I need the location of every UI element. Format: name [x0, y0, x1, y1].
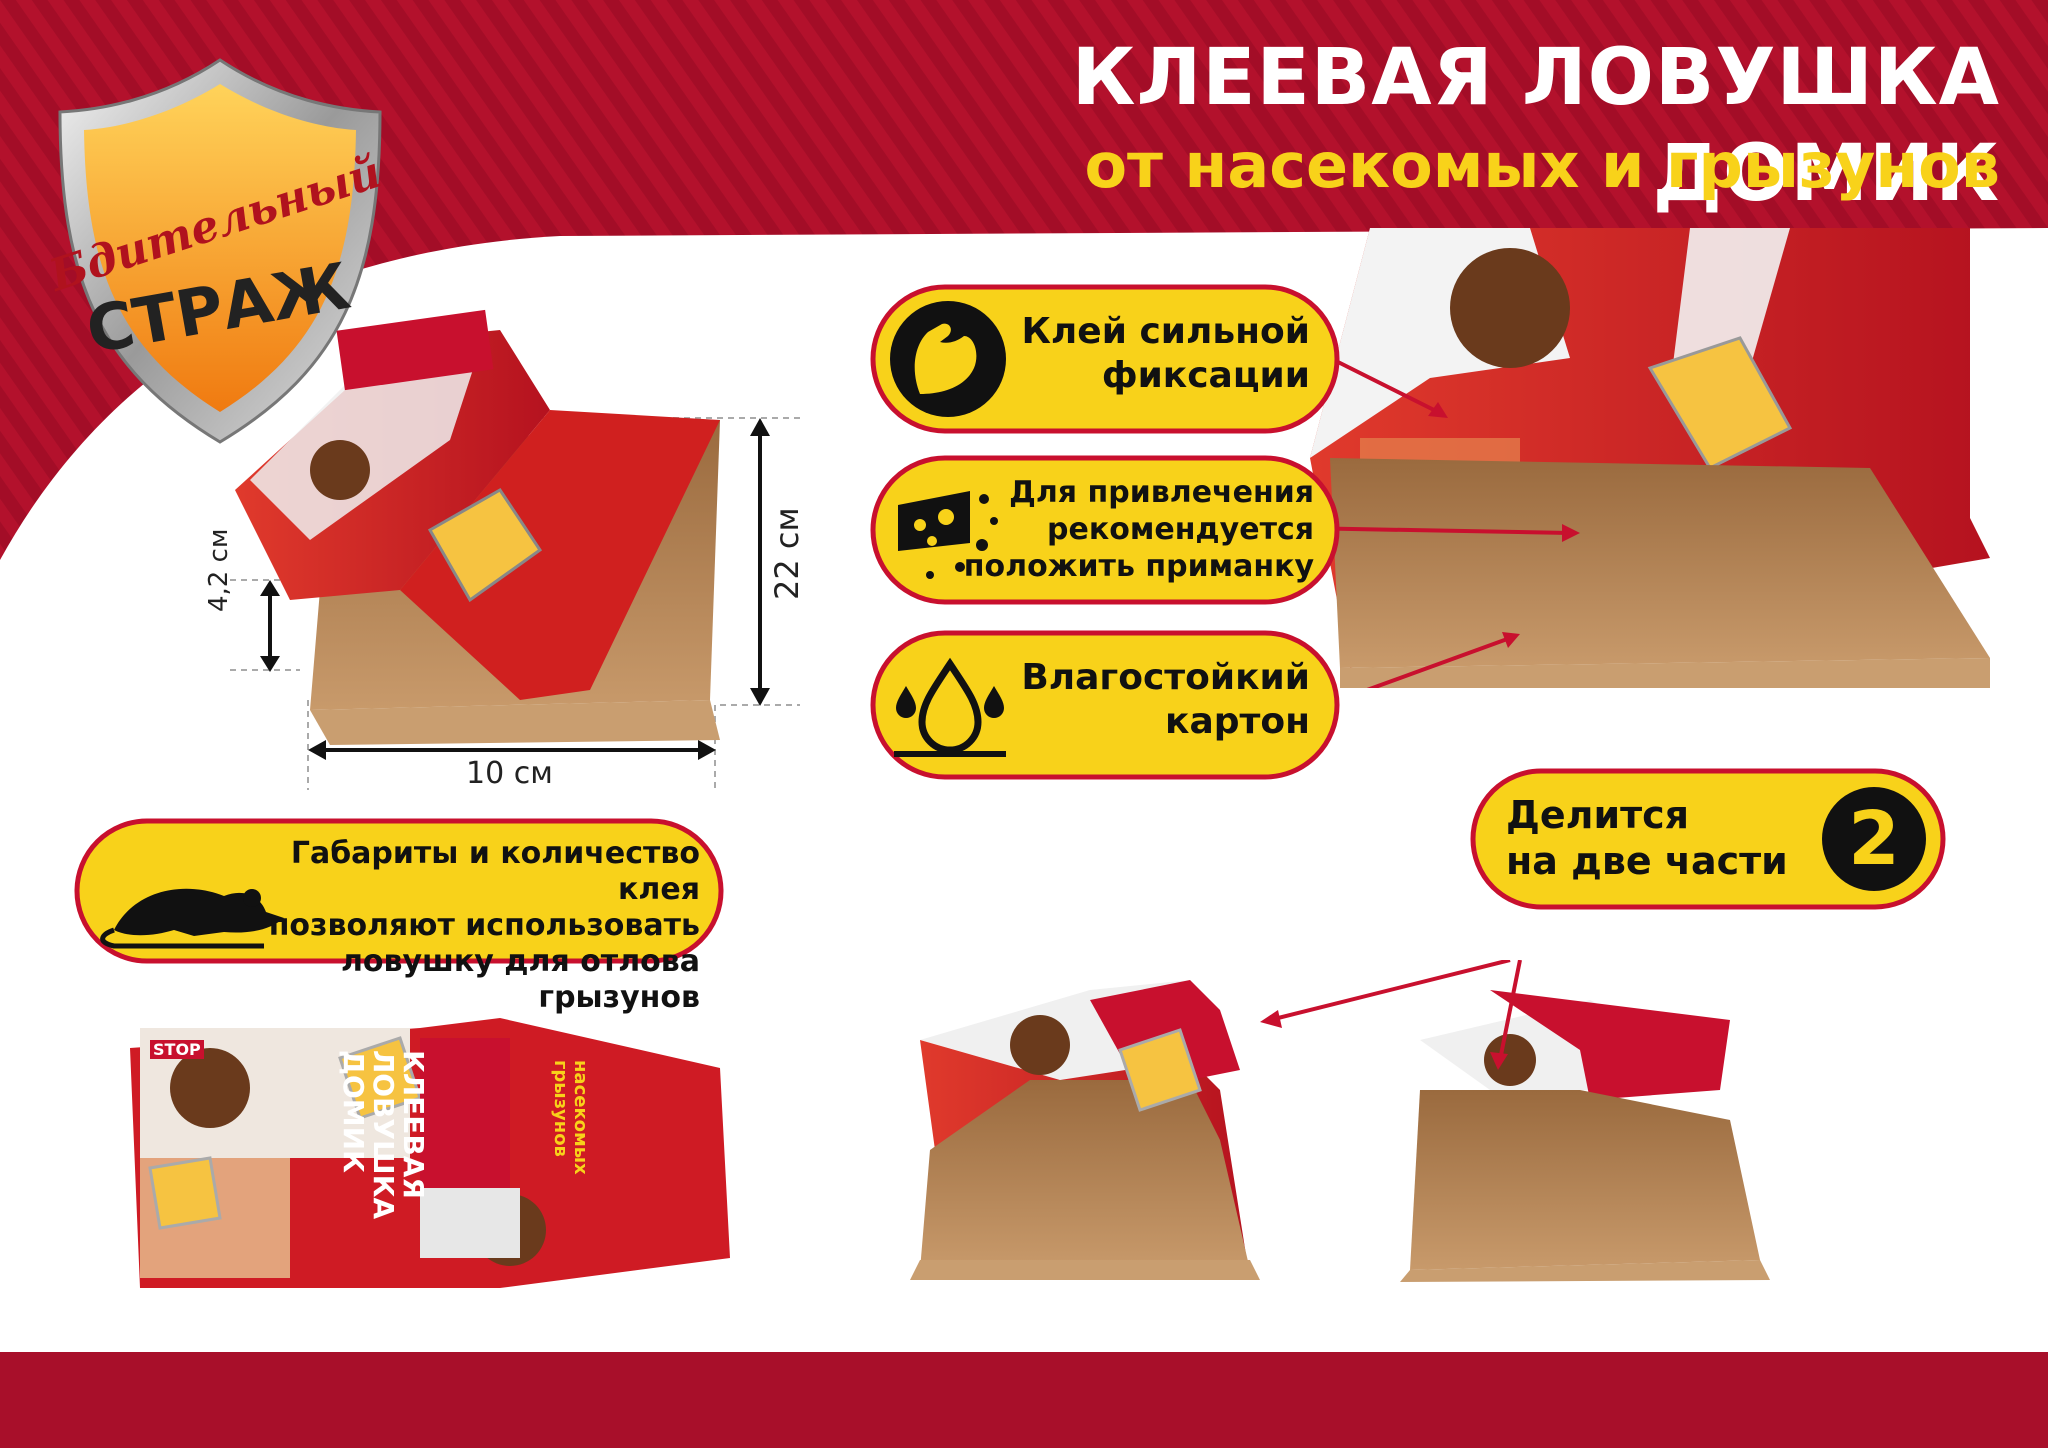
- split-number: 2: [1848, 796, 1900, 882]
- split-note-pill: [1470, 768, 1946, 910]
- feature-waterproof-text: Влагостойкий картон: [1021, 657, 1310, 742]
- height-label: 4,2 см: [204, 528, 234, 612]
- feature-bait-text: Для привлечения рекомендуется положить п…: [963, 475, 1314, 584]
- rodent-note-text: Габариты и количество клея позволяют исп…: [268, 836, 700, 1015]
- rodent-note-pill: [74, 818, 724, 964]
- brand-logo-shield: Бдительный СТРАЖ: [50, 58, 387, 444]
- muscle-arm-icon: [914, 323, 977, 394]
- split-trap-photo: [910, 960, 1770, 1282]
- page-title: КЛЕЕВАЯ ЛОВУШКА ДОМИК: [1071, 33, 2000, 219]
- trap-interior-photo: [1299, 228, 1990, 688]
- rat-icon: [100, 888, 284, 949]
- width-label: 10 см: [466, 756, 553, 791]
- feature-pill-waterproof: [870, 630, 1340, 780]
- package-product-name: КЛЕЕВАЯ ЛОВУШКА ДОМИК: [337, 1050, 430, 1220]
- package-target-text: насекомых грызунов: [550, 1060, 591, 1175]
- split-note-text: Делится на две части: [1506, 793, 1788, 883]
- cheese-icon: [898, 491, 998, 579]
- feature-pill-bait: [870, 455, 1340, 605]
- unfolded-package-photo: [130, 1018, 730, 1288]
- feature-pill-glue: [870, 284, 1340, 434]
- feature-glue-text: Клей сильной фиксации: [1021, 311, 1311, 396]
- package-stop-badge: STOP: [150, 1040, 204, 1059]
- trap-dimensions-illustration: [230, 309, 800, 790]
- page-subtitle: от насекомых и грызунов: [1084, 129, 2000, 202]
- length-label: 22 см: [768, 507, 806, 600]
- water-drops-icon: [894, 657, 1006, 757]
- number-badge: [1822, 787, 1926, 891]
